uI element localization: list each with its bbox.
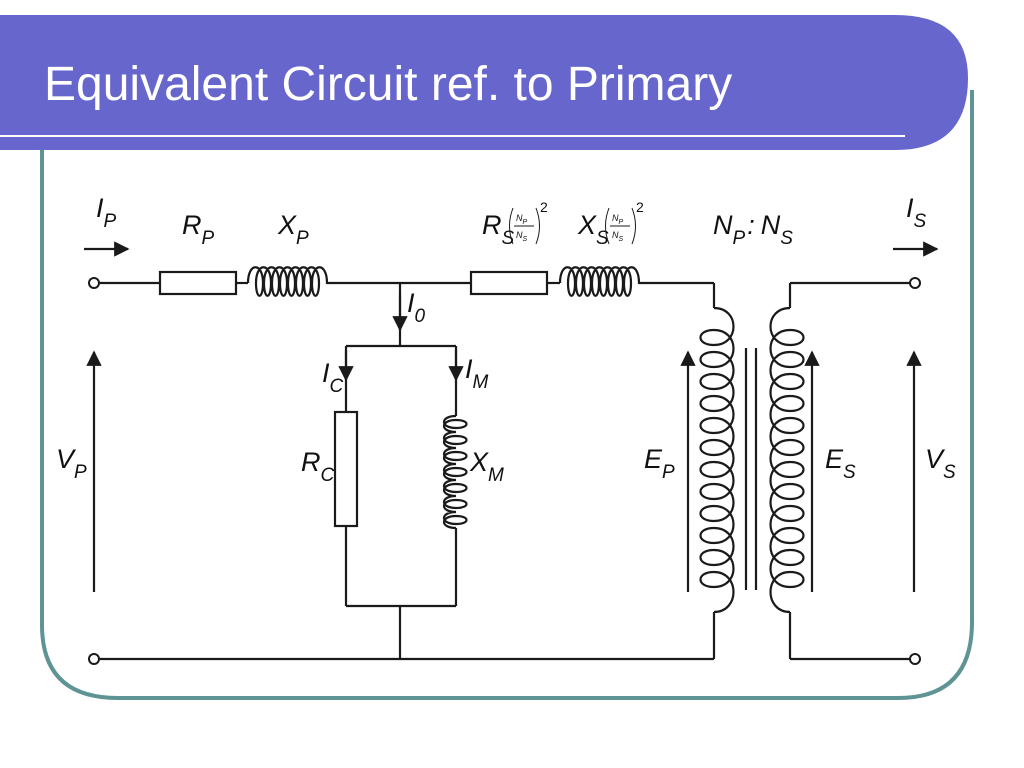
label-ic: IC bbox=[322, 358, 344, 397]
label-ip: IP bbox=[96, 193, 117, 232]
label-vs: VS bbox=[925, 444, 956, 483]
label-es: ES bbox=[825, 444, 856, 483]
label-turns-ratio: NP:NS bbox=[713, 210, 793, 249]
label-ep: EP bbox=[644, 444, 675, 483]
page-title: Equivalent Circuit ref. to Primary bbox=[44, 58, 732, 111]
svg-text:NS: NS bbox=[516, 230, 528, 243]
label-xp: XP bbox=[277, 210, 309, 249]
svg-text:NS: NS bbox=[612, 230, 624, 243]
label-rc: RC bbox=[301, 447, 335, 486]
svg-text:NP: NP bbox=[612, 213, 624, 226]
transformer-secondary-winding bbox=[769, 306, 805, 614]
label-xm: XM bbox=[469, 447, 504, 486]
label-rp: RP bbox=[182, 210, 215, 249]
inductor-xs-referred bbox=[558, 266, 652, 297]
circuit-diagram: IP RP XP RS NP NS 2 XS NP NS 2 NP:NS IS … bbox=[56, 193, 956, 665]
svg-text:RS: RS bbox=[482, 210, 515, 249]
svg-text:2: 2 bbox=[636, 199, 644, 215]
resistor-rp bbox=[158, 270, 238, 296]
label-is: IS bbox=[906, 193, 927, 232]
terminal-primary-top bbox=[88, 277, 100, 289]
label-i0: I0 bbox=[407, 288, 426, 327]
transformer-primary-winding bbox=[699, 306, 735, 614]
title-bar bbox=[0, 15, 968, 150]
svg-text:2: 2 bbox=[540, 199, 548, 215]
label-vp: VP bbox=[56, 444, 87, 483]
svg-text:NP: NP bbox=[516, 213, 528, 226]
resistor-rc bbox=[333, 410, 359, 528]
resistor-rs-referred bbox=[469, 270, 549, 296]
slide-frame bbox=[40, 90, 974, 700]
inductor-xp bbox=[246, 266, 340, 297]
terminal-secondary-bottom bbox=[909, 653, 921, 665]
label-rs-referred: RS NP NS 2 bbox=[482, 199, 548, 249]
label-im: IM bbox=[465, 354, 489, 393]
label-xs-referred: XS NP NS 2 bbox=[577, 199, 644, 249]
terminal-secondary-top bbox=[909, 277, 921, 289]
svg-text:XS: XS bbox=[577, 210, 609, 249]
inductor-xm bbox=[442, 414, 468, 544]
terminal-primary-bottom bbox=[88, 653, 100, 665]
